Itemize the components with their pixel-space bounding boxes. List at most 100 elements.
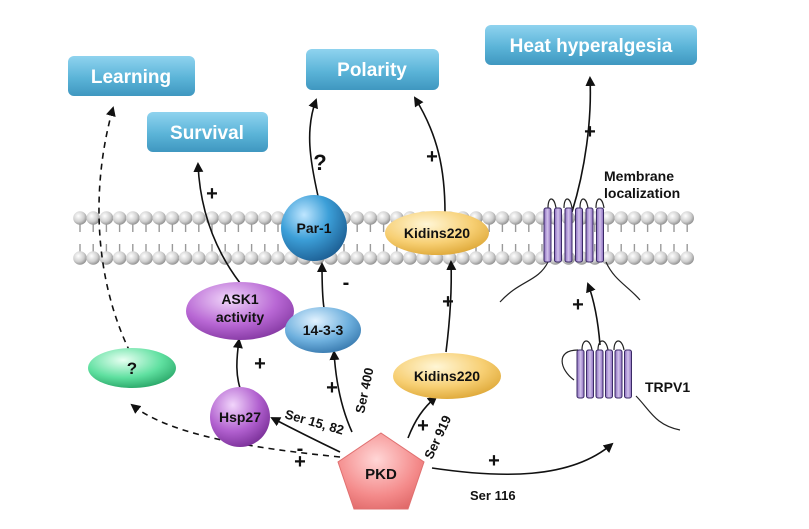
pkd-node: PKD [337,432,425,510]
lipid-head [680,251,694,265]
outcome-learning-label: Learning [91,67,171,88]
lipid-head [112,211,127,225]
lipid-head [192,251,206,265]
kidins220-cytosol-node: Kidins220 [393,353,501,399]
outcome-polarity-label: Polarity [337,60,407,81]
outcome-survival-box: Survival [147,112,268,152]
arrow-kidins220-to-membrane [445,260,457,353]
polarity-question-mark: ? [313,150,326,175]
kidins220-membrane-node: Kidins220 [385,211,489,255]
lipid-head [165,211,180,225]
sign-ask1: + [254,353,266,375]
lipid-head [231,211,246,225]
sign-pkd-kidins: + [417,415,429,437]
lipid-head [680,211,694,225]
sign-kidins-up: + [442,291,454,313]
trpv1-channel: TRPV1 [561,340,690,431]
lipid-head [640,211,655,225]
unknown-node: ? [88,348,176,388]
hsp27-label: Hsp27 [219,409,261,425]
sign-pkd-unknown: - [297,438,304,460]
sign-kidins-polarity: + [426,146,438,168]
sign-hsp27-pkd: + [294,451,306,473]
lipid-head [350,211,365,225]
lipid-head [482,211,497,225]
lipid-head [376,251,391,265]
trpv1-helix [543,207,552,263]
lipid-head [205,251,219,265]
lipid-head [508,211,523,225]
trpv1-membrane-channel [499,198,641,303]
arrow-pkd-to-trpv1 [431,442,614,476]
lipid-head [178,251,193,265]
ask1-label-line2: activity [216,309,264,325]
lipid-head [244,211,259,225]
lipid-head [627,251,642,265]
sign-heat: + [584,121,596,143]
site-ser400: Ser 400 [352,366,376,414]
lipid-head [258,251,272,265]
lipid-head [495,211,510,225]
sign-pkd-trpv1: + [488,450,500,472]
arrow-pkd-to-1433 [329,350,353,433]
lipid-head [126,211,140,225]
arrow-membrane-trpv1-to-heat [571,76,596,213]
lipid-head [456,251,470,265]
outcome-polarity-box: Polarity [306,49,439,90]
lipid-head [152,211,166,225]
lipid-head [403,251,417,265]
sign-pkd-1433: + [326,377,338,399]
outcome-heat-hyperalgesia-box: Heat hyperalgesia [485,25,697,65]
lipid-head [178,211,193,225]
lipid-head [244,251,259,265]
kidins220-membrane-label: Kidins220 [404,225,470,241]
arrow-pkd-to-hsp27 [270,417,341,453]
trpv1-helix [614,349,623,399]
lipid-head [416,251,431,265]
site-ser116: Ser 116 [470,488,516,503]
arrow-kidins220-to-polarity [413,96,446,214]
lipid-head [73,251,87,265]
lipid-head [614,251,628,265]
lipid-head [654,211,668,225]
ask1-node: ASK1 activity [186,282,294,340]
lipid-head [614,211,628,225]
kidins220-cytosol-label: Kidins220 [414,368,480,384]
lipid-head [363,211,378,225]
sign-survival: + [206,183,218,205]
lipid-head [337,251,351,265]
trpv1-helix [595,349,604,399]
sign-par1-inhibit: - [343,272,350,294]
membrane-localization-line2: localization [604,185,680,201]
lipid-head [482,251,497,265]
lipid-head [86,251,100,265]
trpv1-label: TRPV1 [645,379,690,395]
trpv1-helix [605,349,613,399]
lipid-head [390,251,404,265]
trpv1-helix [554,207,562,263]
site-ser15-82: Ser 15, 82 [283,406,346,437]
trpv1-helix [585,207,594,263]
lipid-head [469,251,483,265]
arrow-ask1-to-survival [193,162,241,284]
lipid-head [522,251,536,265]
lipid-head [165,251,180,265]
lipid-head [99,251,114,265]
lipid-head [376,211,391,225]
lipid-head [112,251,127,265]
lipid-head [667,211,681,225]
trpv1-helix [596,207,604,263]
outcome-survival-label: Survival [170,123,244,144]
par1-label: Par-1 [296,220,331,236]
arrow-trpv1-to-membrane [586,282,601,346]
arrow-hsp27-to-ask1 [232,338,243,389]
lipid-head [508,251,523,265]
unknown-node-label: ? [127,359,137,378]
lipid-head [627,211,642,225]
trpv1-helix [575,207,583,263]
membrane-localization-line1: Membrane [604,168,674,184]
lipid-head [601,251,615,265]
lipid-head [271,251,285,265]
trpv1-helix [586,349,594,399]
